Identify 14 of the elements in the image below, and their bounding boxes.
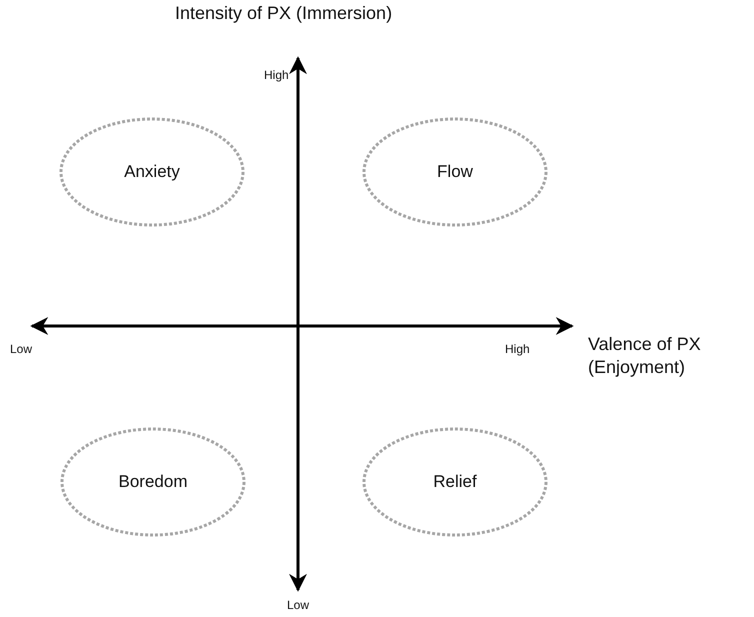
dotted-ellipse <box>59 117 245 227</box>
axis-end-label: Low <box>287 598 310 613</box>
quadrant-label: Flow <box>437 162 473 182</box>
axis-title: Valence of PX (Enjoyment) <box>588 333 702 378</box>
dotted-ellipse <box>362 427 548 537</box>
quadrant-label: Relief <box>433 472 477 492</box>
dotted-ellipse <box>362 117 548 227</box>
axis-title: Intensity of PX (Immersion) <box>175 2 392 24</box>
quadrant-label: Boredom <box>118 472 188 492</box>
axis-end-label: Low <box>10 342 32 357</box>
dotted-ellipse <box>60 427 246 537</box>
axis-end-label: High <box>264 68 289 83</box>
quadrant-label: Anxiety <box>124 162 180 182</box>
axis-end-label: High <box>505 342 530 357</box>
